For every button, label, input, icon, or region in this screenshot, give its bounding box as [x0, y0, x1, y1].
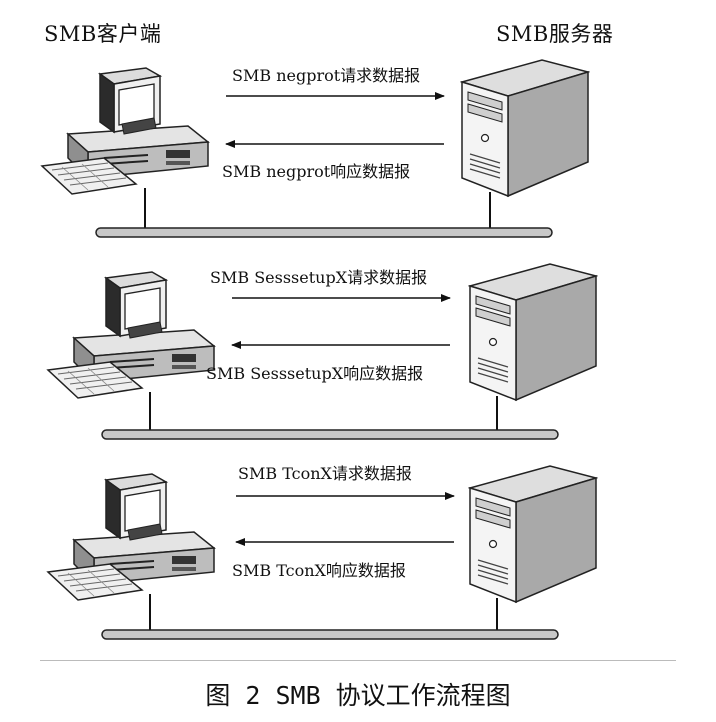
response-label-3: SMB TconX响应数据报 [232, 561, 406, 580]
server-tower-icon [461, 59, 589, 197]
figure-caption: 图 2 SMB 协议工作流程图 [205, 681, 511, 710]
client-computer-icon [47, 473, 215, 601]
request-label-3: SMB TconX请求数据报 [238, 464, 412, 483]
request-label-2: SMB SesssetupX请求数据报 [210, 268, 428, 287]
exchange-row-1 [41, 59, 589, 238]
network-bus-1 [95, 227, 553, 238]
client-computer-icon [41, 67, 209, 195]
server-tower-icon [469, 465, 597, 603]
network-bus-3 [101, 629, 559, 640]
server-header: SMB服务器 [496, 22, 614, 46]
exchange-row-3 [47, 465, 597, 640]
client-computer-icon [47, 271, 215, 399]
server-tower-icon [469, 263, 597, 401]
response-label-1: SMB negprot响应数据报 [222, 162, 411, 181]
exchange-row-2 [47, 263, 597, 440]
request-label-1: SMB negprot请求数据报 [232, 66, 421, 85]
caption-divider [40, 660, 676, 661]
client-header: SMB客户端 [44, 22, 162, 46]
response-label-2: SMB SesssetupX响应数据报 [206, 364, 424, 383]
network-bus-2 [101, 429, 559, 440]
